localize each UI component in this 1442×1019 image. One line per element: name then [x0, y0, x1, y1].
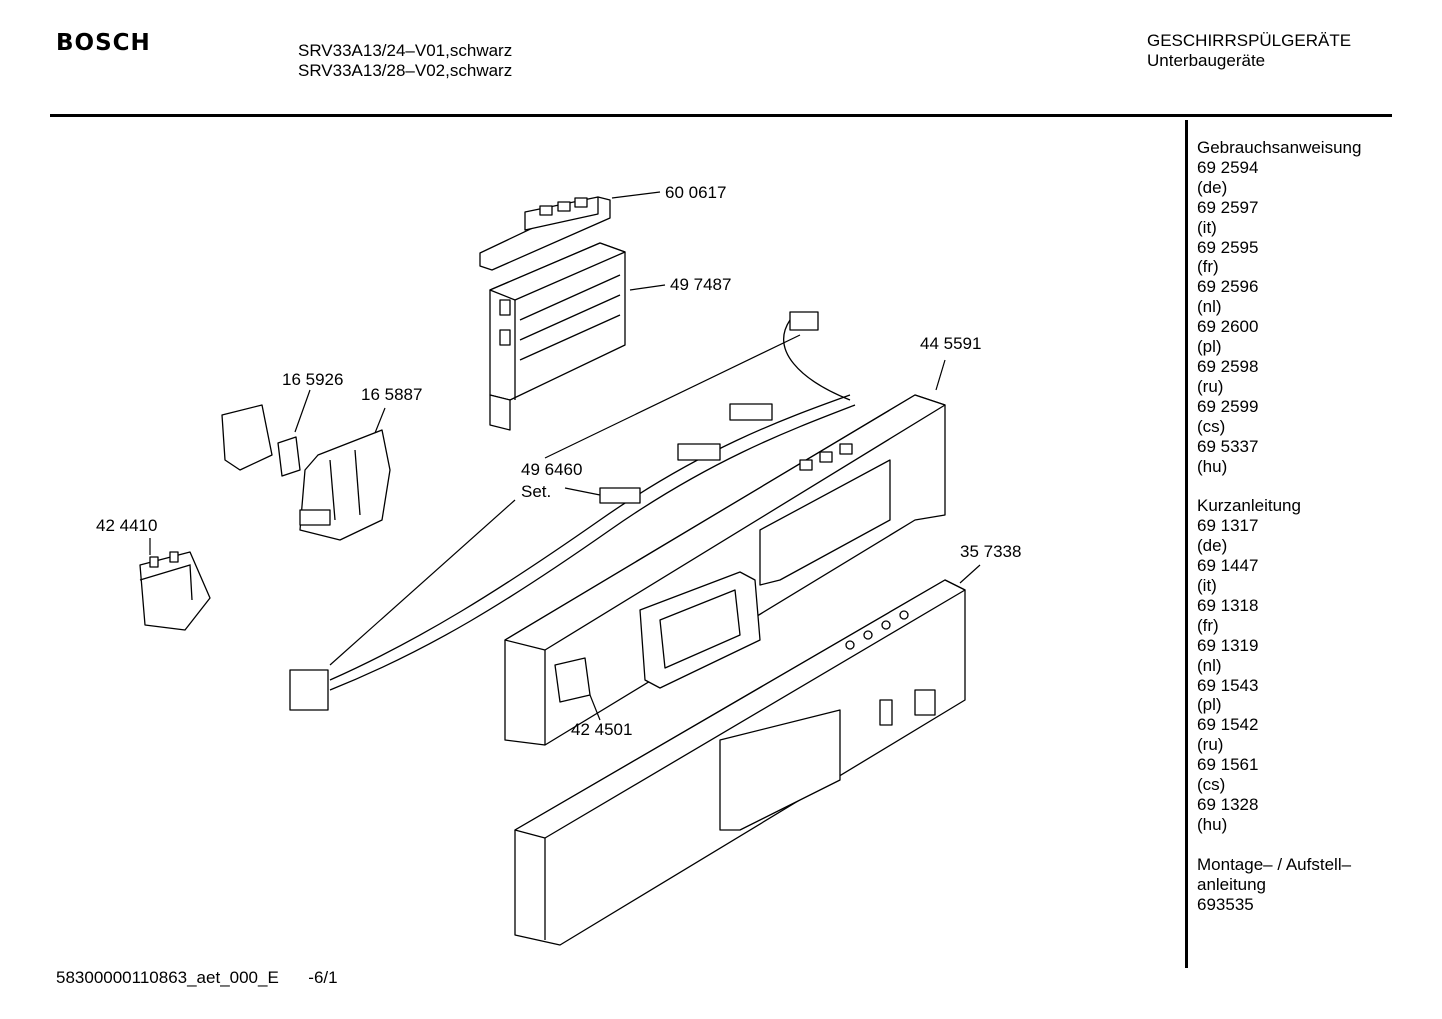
list-item: 69 2596	[1197, 277, 1259, 297]
list-item: 69 2597	[1197, 197, 1259, 217]
list-item: 69 1319	[1197, 635, 1259, 655]
model-line-1: SRV33A13/24–V01,schwarz	[298, 41, 513, 60]
list-item-lang: (fr)	[1197, 615, 1219, 635]
list-item: 69 1447	[1197, 556, 1259, 576]
list-item: 69 2595	[1197, 237, 1259, 257]
part-relay[interactable]	[139, 551, 211, 631]
callout-165887: 16 5887	[361, 385, 423, 404]
subcategory-title: Unterbaugeräte	[1147, 51, 1266, 70]
list-item-lang: (ru)	[1197, 735, 1224, 755]
install-number: 693535	[1197, 894, 1254, 914]
part-handle[interactable]	[639, 571, 761, 689]
list-item: 69 1543	[1197, 675, 1259, 695]
part-bracket[interactable]	[299, 429, 391, 541]
callout-496460: 49 6460	[521, 460, 583, 479]
list-item: 69 2594	[1197, 157, 1259, 177]
part-fascia-frame[interactable]	[504, 394, 946, 746]
callout-424410: 42 4410	[96, 516, 158, 535]
list-item: 69 1328	[1197, 795, 1259, 814]
list-item-lang: (cs)	[1197, 775, 1226, 795]
list-item-lang: (hu)	[1197, 456, 1228, 476]
list-item-lang: (cs)	[1197, 416, 1226, 436]
install-title-1: Montage– / Aufstell–	[1197, 854, 1352, 874]
list-item: 69 1317	[1197, 516, 1259, 536]
list-item: 69 2600	[1197, 317, 1259, 337]
doc-id: 58300000110863_aet_000_E	[56, 968, 279, 987]
list-item: 69 1561	[1197, 755, 1259, 775]
list-item: 69 5337	[1197, 436, 1259, 456]
list-item: 69 2598	[1197, 356, 1259, 376]
part-cable-harness[interactable]	[289, 311, 856, 711]
list-item: 69 2599	[1197, 396, 1259, 416]
list-item-lang: (nl)	[1197, 655, 1222, 675]
documentation-list: Gebrauchsanweisung 69 2594 (de) 69 2597 …	[1197, 138, 1361, 915]
list-item-lang: (fr)	[1197, 257, 1219, 277]
list-item: 69 1318	[1197, 595, 1259, 615]
sidebar-divider	[1185, 120, 1188, 968]
part-small-box[interactable]	[554, 657, 591, 703]
callout-445591: 44 5591	[920, 334, 982, 353]
list-item-lang: (it)	[1197, 217, 1217, 237]
part-front-panel[interactable]	[514, 579, 966, 946]
list-item-lang: (hu)	[1197, 814, 1228, 834]
callout-600617: 60 0617	[665, 183, 727, 202]
callout-497487: 49 7487	[670, 275, 732, 294]
install-title-2: anleitung	[1197, 874, 1267, 894]
leader-lines	[149, 191, 981, 721]
page-number: -6/1	[308, 968, 338, 987]
part-display-panel[interactable]	[479, 196, 611, 271]
model-line-2: SRV33A13/28–V02,schwarz	[298, 61, 513, 80]
footer: 58300000110863_aet_000_E -6/1	[56, 968, 338, 988]
callout-357338: 35 7338	[960, 542, 1022, 561]
callout-165926: 16 5926	[282, 370, 344, 389]
category-title: GESCHIRRSPÜLGERÄTE	[1147, 31, 1352, 50]
list-item-lang: (nl)	[1197, 297, 1222, 317]
list-item-lang: (pl)	[1197, 695, 1222, 715]
exploded-parts-diagram	[139, 191, 981, 946]
list-item: 69 1542	[1197, 715, 1259, 735]
callout-496460-set: Set.	[521, 482, 552, 501]
manual-title: Gebrauchsanweisung	[1197, 138, 1362, 157]
part-control-module[interactable]	[489, 242, 626, 431]
list-item-lang: (de)	[1197, 536, 1228, 556]
short-title: Kurzanleitung	[1197, 496, 1301, 516]
list-item-lang: (de)	[1197, 177, 1228, 197]
part-small-switch[interactable]	[221, 404, 301, 477]
list-item-lang: (it)	[1197, 576, 1217, 596]
brand-logo: BOSCH	[56, 30, 151, 56]
header-divider	[50, 114, 1392, 117]
list-item-lang: (pl)	[1197, 337, 1222, 357]
list-item-lang: (ru)	[1197, 376, 1224, 396]
callout-424501: 42 4501	[571, 720, 633, 739]
